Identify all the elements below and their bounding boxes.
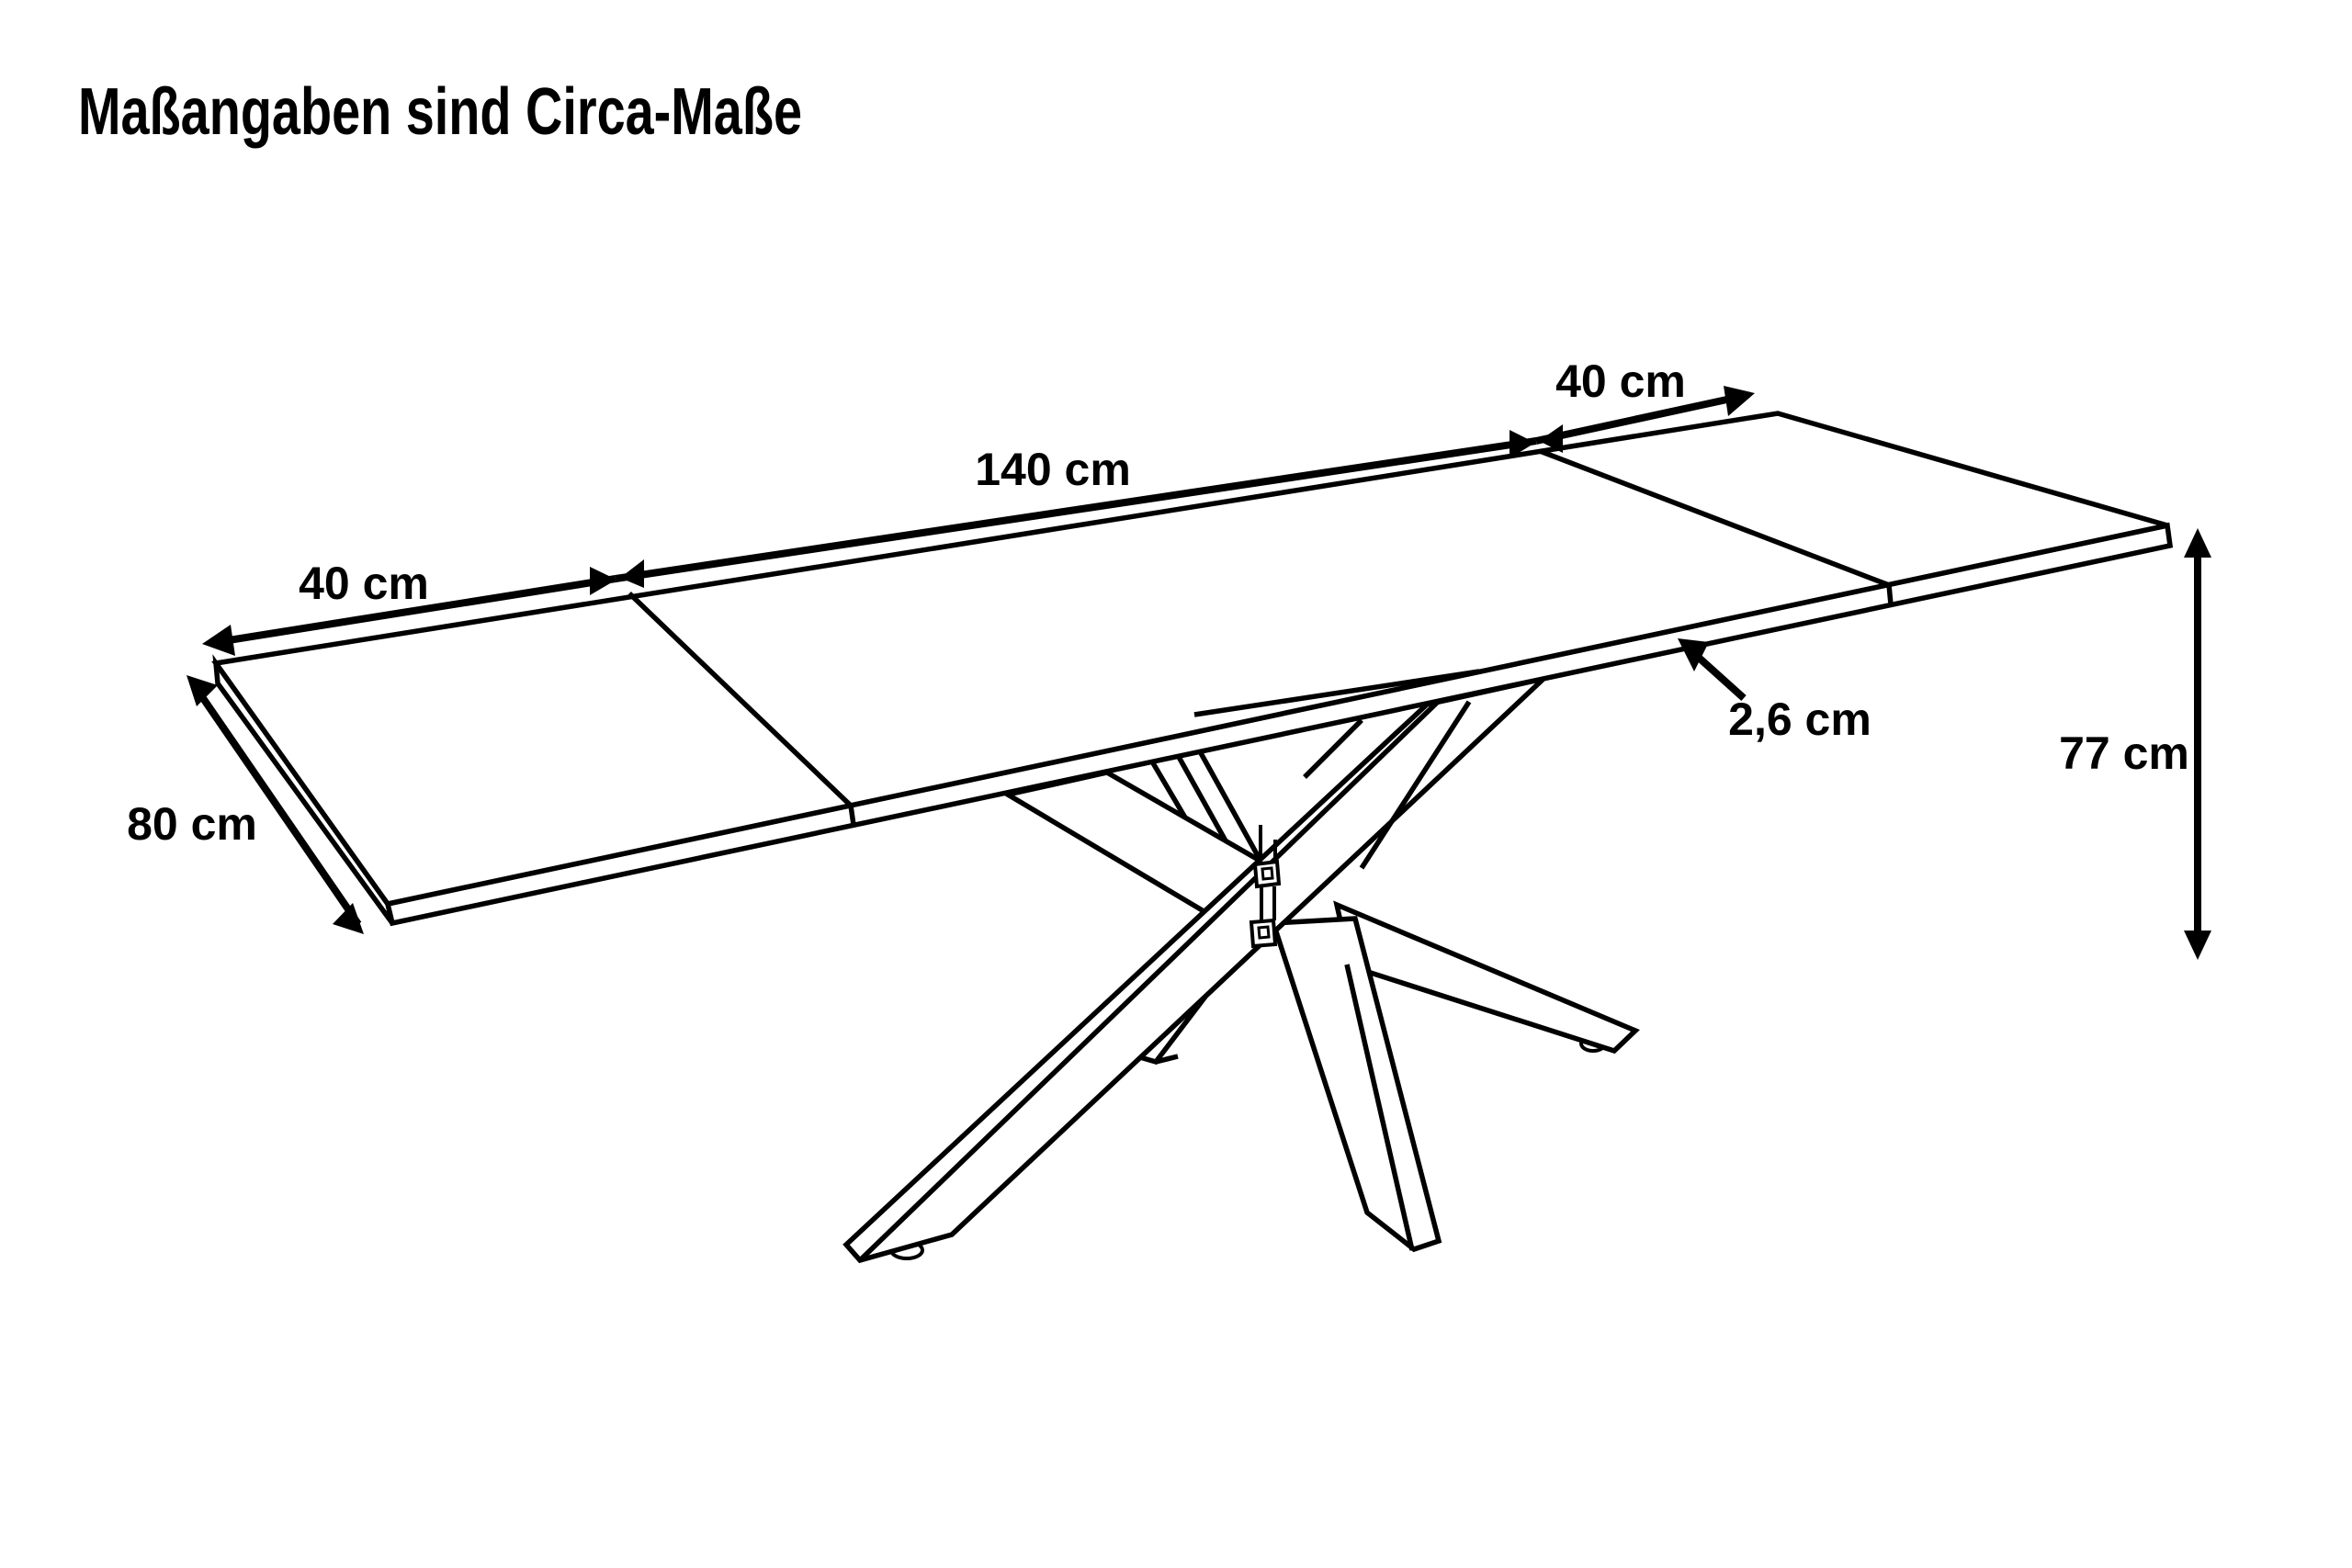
svg-text:40 cm: 40 cm bbox=[299, 558, 429, 609]
svg-text:2,6 cm: 2,6 cm bbox=[1728, 694, 1871, 745]
svg-text:140 cm: 140 cm bbox=[975, 444, 1131, 495]
svg-text:80 cm: 80 cm bbox=[127, 798, 257, 850]
svg-text:40 cm: 40 cm bbox=[1555, 355, 1686, 407]
svg-text:77 cm: 77 cm bbox=[2059, 728, 2189, 779]
svg-text:Maßangaben sind Circa-Maße: Maßangaben sind Circa-Maße bbox=[78, 75, 802, 149]
